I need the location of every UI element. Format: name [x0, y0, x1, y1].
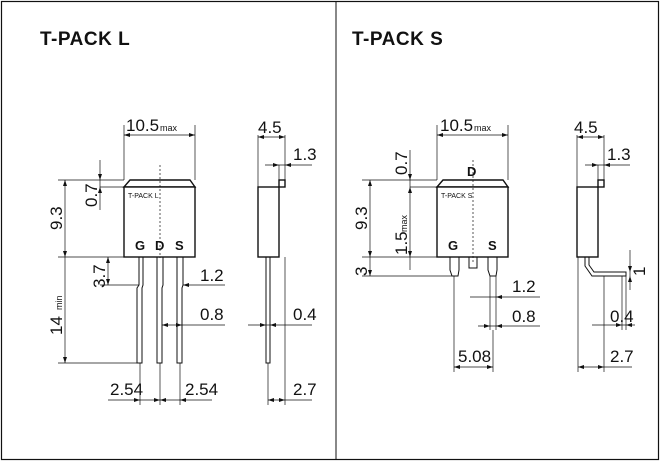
dim-width-suffix-s: max [474, 123, 492, 133]
pin-label-d-l: D [155, 238, 164, 253]
leads-l [136, 257, 184, 364]
dim-width-suffix-l: max [160, 123, 178, 133]
dim-lead-wide-l: 1.2 [200, 266, 224, 285]
front-view-s: D T-PACK S G S 10.5 max 9.3 [352, 116, 540, 372]
dim-pitch-right-l: 2.54 [185, 380, 218, 399]
dim-side-bend-s: 1 [630, 267, 649, 276]
dim-side-tab-l: 1.3 [293, 145, 317, 164]
package-body-l [123, 186, 196, 258]
dim-width-s: 10.5 [440, 116, 473, 135]
title-tpack-l: T-PACK L [40, 29, 130, 50]
dim-height-l: 9.3 [47, 206, 66, 230]
dim-pitch-left-l: 2.54 [110, 380, 143, 399]
tab-top-l [122, 179, 197, 188]
panel-tpack-l: T-PACK L T-PACK L G D S 10.5 max [40, 29, 317, 405]
pin-label-s-l: S [175, 238, 184, 253]
side-view-s: 4.5 1.3 1 0.4 2.7 [574, 118, 649, 372]
dim-lead-length-l: 14 [47, 316, 66, 335]
marking-s: T-PACK S [441, 193, 473, 200]
dim-pitch-s: 5.08 [458, 347, 491, 366]
dim-side-width-l: 4.5 [258, 118, 282, 137]
title-tpack-s: T-PACK S [352, 29, 443, 50]
dim-lead-wide-s: 1.2 [512, 277, 536, 296]
dim-side-offset-s: 2.7 [610, 347, 634, 366]
panel-tpack-s: T-PACK S D T-PACK S G S 10.5 max [352, 29, 649, 372]
dim-side-offset-l: 2.7 [293, 380, 317, 399]
side-view-l: 4.5 1.3 0.4 2.7 [248, 118, 317, 405]
front-view-l: T-PACK L G D S 10.5 max 9.3 [47, 116, 225, 405]
drain-label-s: D [467, 164, 476, 179]
package-body-s [436, 186, 509, 258]
pin-label-s-s: S [488, 238, 497, 253]
dim-tab-l: 0.7 [82, 183, 101, 207]
dim-side-lead-l: 0.4 [293, 305, 317, 324]
dim-lead-length-suffix-l: min [54, 295, 64, 310]
dim-side-width-s: 4.5 [574, 118, 598, 137]
dim-side-lead-s: 0.4 [610, 307, 634, 326]
dim-inner-suffix-s: max [399, 214, 409, 232]
dim-short-lead-s: 3 [352, 267, 371, 276]
dim-inner-s: 1.5 [392, 231, 411, 255]
dim-lead-s: 0.8 [512, 307, 536, 326]
dim-side-tab-s: 1.3 [607, 145, 631, 164]
dim-shoulder-l: 3.7 [90, 264, 109, 288]
marking-l: T-PACK L [128, 193, 159, 200]
pin-label-g-s: G [448, 238, 458, 253]
dim-height-s: 9.3 [352, 206, 371, 230]
dim-tab-s: 0.7 [392, 151, 411, 175]
dim-lead-l: 0.8 [200, 305, 224, 324]
pin-label-g-l: G [135, 238, 145, 253]
dim-width-l: 10.5 [126, 116, 159, 135]
